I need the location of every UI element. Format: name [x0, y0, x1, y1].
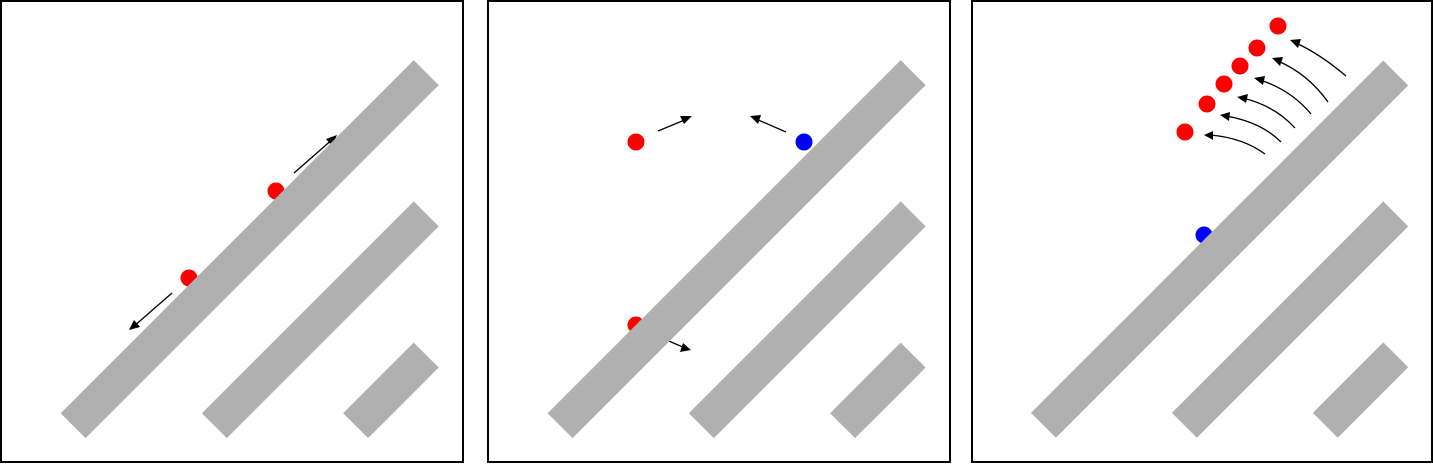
- red-particle: [1231, 57, 1249, 75]
- resize-grip-icon[interactable]: [2, 2, 462, 461]
- curved-arrow-1-head-icon: [1290, 39, 1301, 48]
- red-particle: [1198, 95, 1216, 113]
- red-particle: [1215, 75, 1233, 93]
- curved-arrow-5: [1225, 115, 1282, 143]
- red-particle: [1269, 17, 1287, 35]
- arrow-1: [293, 137, 335, 174]
- resize-grip-icon[interactable]: [489, 2, 949, 461]
- red-particle: [1176, 123, 1194, 141]
- panel-curved-trajectory: [971, 0, 1433, 463]
- curved-arrow-2-head-icon: [1272, 57, 1283, 66]
- arrow-2: [755, 118, 787, 133]
- curved-arrow-2: [1277, 60, 1329, 103]
- curved-arrow-3: [1259, 79, 1312, 115]
- resize-grip-icon[interactable]: [973, 2, 1431, 461]
- red-particle: [627, 133, 645, 151]
- panel-repelling: [0, 0, 464, 463]
- curved-arrow-5-head-icon: [1220, 112, 1230, 121]
- curved-arrow-6: [1210, 134, 1266, 155]
- curved-arrow-4-head-icon: [1237, 94, 1248, 103]
- arrow-2-head-icon: [129, 320, 140, 330]
- arrow-1-head-icon: [680, 116, 692, 124]
- arrow-1: [657, 118, 688, 132]
- curved-arrow-3-head-icon: [1254, 76, 1265, 85]
- panel-3-canvas: [1176, 17, 1347, 244]
- panel-attracting: [487, 0, 951, 463]
- arrow-2-head-icon: [750, 115, 761, 124]
- curved-arrow-6-head-icon: [1204, 131, 1213, 140]
- red-particle: [1248, 39, 1266, 57]
- curved-arrow-1: [1295, 42, 1347, 77]
- arrow-1-head-icon: [326, 135, 337, 146]
- arrow-2: [132, 292, 173, 328]
- arrow-3-head-icon: [680, 343, 691, 352]
- curved-arrow-4: [1242, 97, 1296, 129]
- blue-particle: [795, 133, 813, 151]
